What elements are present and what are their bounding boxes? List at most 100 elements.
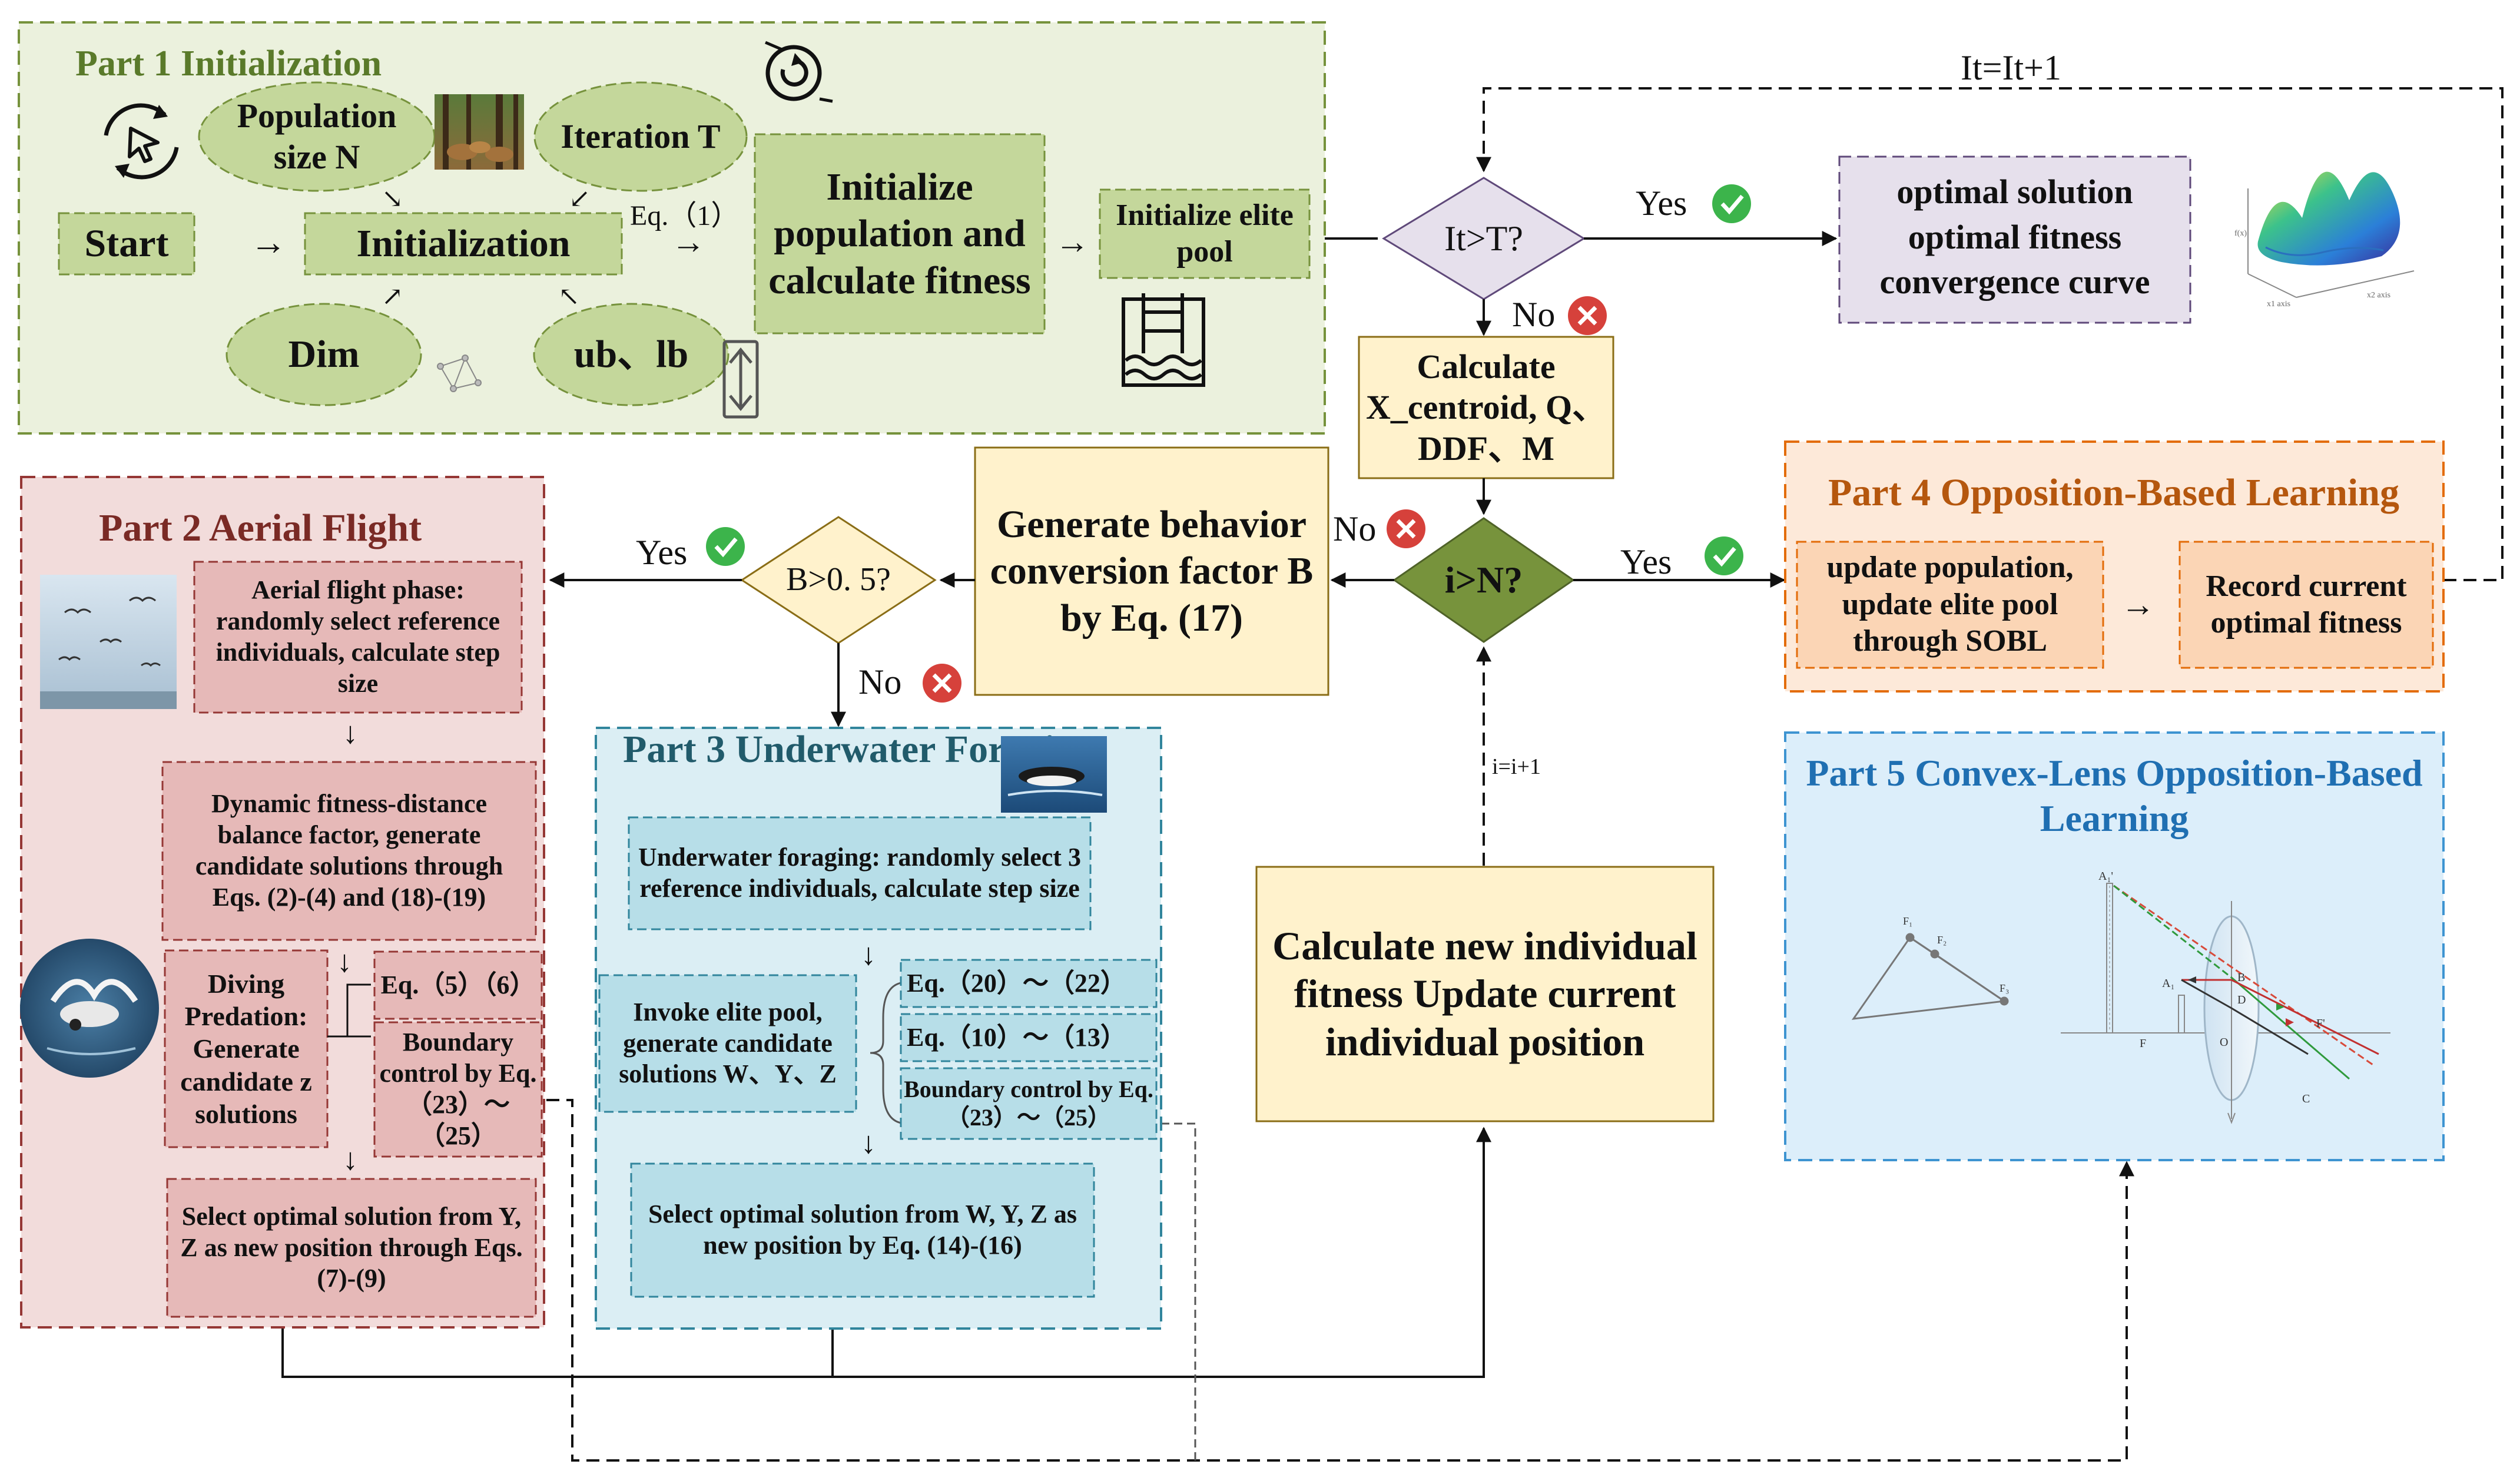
output-line2: optimal fitness [1908,218,2122,256]
label-d: D [2237,993,2246,1006]
arrow-glyph-elite-pool: ↓ [861,1127,876,1160]
init-population-label: Initialize population and calculate fitn… [768,165,1031,302]
record-label: Record current optimal fitness [2206,569,2407,640]
initialization-label: Initialization [356,222,571,266]
eq1-label: Eq.（1） [630,200,739,231]
diving-bird-image [20,939,159,1078]
arrow-glyph-sobl: → [2121,585,2155,624]
diving-label: Diving Predation: Generate candidate z s… [180,969,312,1129]
arrow-glyph-eq1: → [671,223,705,261]
cross-icon [1568,296,1607,335]
it-increment-label: It=It+1 [1961,48,2061,87]
label-f3: F₃ [2000,982,2009,994]
eq1013-label: Eq.（10）～（13） [907,1022,1126,1052]
network-icon [437,355,482,392]
foraging-label: Underwater foraging: randomly select 3 r… [638,843,1081,903]
select-box-part2 [166,1178,537,1318]
init-population-box [754,133,1046,334]
calculate-box [1358,336,1614,479]
generate-b-box [974,446,1329,696]
b-yes-label: Yes [636,533,687,572]
select-label-part2: Select optimal solution from Y, Z as new… [180,1201,523,1293]
boundary-dashed-part2 [546,1099,2134,1462]
select-box-part3 [630,1162,1095,1298]
boundary-label-part2: Boundary control by Eq.（23）～（25） [379,1028,537,1150]
dynamic-box [161,761,537,941]
b-decision-label: B>0. 5? [786,561,891,598]
i-increment-label: i=i+1 [1492,754,1541,779]
cross-icon [923,664,961,703]
it-decision-label: It>T? [1444,219,1523,258]
surface-x-label: x1 axis [2267,300,2290,309]
dynamic-label: Dynamic fitness-distance balance factor,… [195,789,503,912]
part1-panel: Part 1 Initialization Population size N [18,21,1326,435]
it-no-label: No [1512,295,1555,334]
seagulls-image [40,575,177,709]
select-label-part3: Select optimal solution from W, Y, Z as … [648,1200,1077,1260]
eq1013-box [900,1013,1158,1062]
generate-b-label: Generate behavior conversion factor B by… [990,503,1314,640]
i-decision-label: i>N? [1444,558,1523,601]
arrow-glyph-start: → [250,223,287,263]
arrow-glyph-dim: ↗ [382,282,403,311]
arrow-glyph-elite: → [1055,223,1089,261]
diving-box [164,949,329,1148]
part2-panel: Part 2 Aerial Flight Aerial flight phase… [20,476,545,1329]
return-path-solid [281,1127,1491,1378]
boundary-label-part3: Boundary control by Eq.（23）～（25） [904,1076,1153,1131]
ublb-label: ub、lb [573,333,689,376]
ublb-ellipse [533,303,730,406]
label-f1: F₁ [1903,915,1912,927]
lens-diagram [2061,883,2390,1124]
foraging-box [628,816,1092,930]
sobl-update-label: update population, update elite pool thr… [1826,551,2074,658]
arrow-glyph-diving: ↓ [343,1143,358,1177]
eq2022-label: Eq.（20）～（22） [907,968,1126,998]
surface-y-label: x2 axis [2367,291,2390,300]
boundary-dashed-part3 [1161,1122,1196,1460]
label-c: C [2302,1092,2310,1105]
part5-title: Part 5 Convex-Lens Opposition-Based Lear… [1806,752,2423,839]
arrow-glyph-aerial: ↓ [343,717,358,750]
boundary-box-part3 [900,1067,1158,1140]
forest-deer-image [435,94,524,170]
part2-title: Part 2 Aerial Flight [99,506,422,549]
it-increment-loop [1476,87,2504,581]
cross-icon [1387,509,1425,548]
elite-bracket [870,981,907,1125]
diving-penguin-image [1001,736,1107,813]
b-no-label: No [858,662,901,701]
part4-title: Part 4 Opposition-Based Learning [1828,471,2399,514]
label-f-prime: F' [2316,1017,2325,1030]
triangle-diagram [1851,933,2009,1020]
part3-panel: Part 3 Underwater Foraging Underwater fo… [595,727,1162,1330]
refresh-icon [765,41,833,103]
dim-label: Dim [288,333,360,376]
eq56-box [373,950,543,1020]
check-icon [1705,536,1743,575]
i-yes-label: Yes [1620,542,1672,581]
diving-bracket [327,983,371,1038]
arrow-glyph-foraging: ↓ [861,938,876,972]
label-f2: F₂ [1937,934,1947,946]
start-box [58,212,195,276]
i-decision-diamond [1392,517,1575,643]
label-f: F [2140,1037,2146,1050]
label-a1: A₁ [2162,977,2174,990]
record-box [2179,541,2434,669]
output-line3: convergence curve [1880,263,2150,301]
up-down-arrows-icon [722,340,759,419]
elite-pool-label: Invoke elite pool, generate candidate so… [619,997,837,1089]
population-label: Population size N [237,97,397,176]
arrow-glyph-iter: ↙ [569,184,591,213]
label-a1-prime: A₁' [2098,870,2113,883]
dim-ellipse [226,303,422,406]
surface-plot-image: f(x) x1 axis x2 axis [2234,171,2415,309]
label-o: O [2220,1036,2228,1049]
boundary-box-part2 [373,1021,543,1158]
iteration-label: Iteration T [561,117,721,156]
elite-pool-box [598,974,857,1113]
swimming-pool-icon [1122,293,1205,387]
eq2022-box [900,959,1158,1008]
part1-title: Part 1 Initialization [75,44,382,84]
